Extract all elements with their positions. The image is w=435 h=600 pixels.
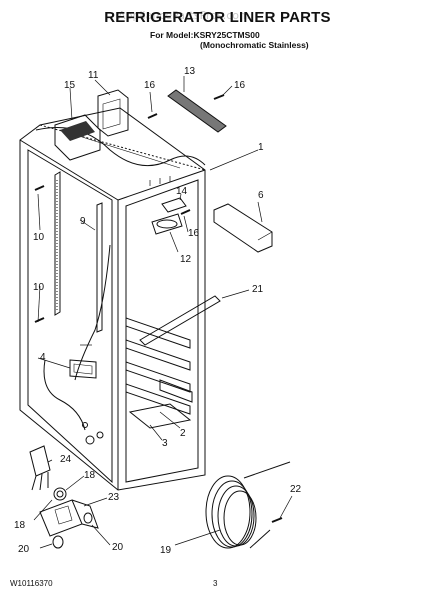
callout-10-upper: 10 (33, 232, 45, 243)
callout-18-right: 18 (84, 470, 96, 481)
left-rail (54, 171, 103, 333)
wire-connector-part-24 (29, 445, 51, 491)
callout-20-left: 20 (18, 544, 30, 555)
callout-3: 3 (162, 438, 168, 449)
variant-line: (Monochromatic Stainless) (200, 40, 309, 50)
leader-lines (33, 76, 293, 549)
callout-11: 11 (88, 70, 99, 81)
callout-15: 15 (64, 80, 76, 91)
callout-10-lower: 10 (33, 282, 45, 293)
lamp-socket-part-18 (53, 487, 67, 501)
control-module-part-14 (151, 197, 187, 235)
model-line: For Model:KSRY25CTMS00 (150, 30, 260, 40)
callout-19: 19 (160, 545, 172, 556)
callout-12: 12 (180, 254, 192, 265)
page-title: REFRIGERATOR LINER PARTS (104, 9, 331, 26)
light-bulbs-part-20 (52, 512, 93, 549)
lamp-housing-part-23 (39, 499, 99, 537)
callout-24: 24 (60, 454, 72, 465)
bracket-part-11 (97, 89, 129, 137)
trim-strip-part-13 (167, 89, 227, 133)
watermark: AppliancePartsPros.com (118, 9, 250, 22)
callout-16-lower: 16 (188, 228, 200, 239)
page-number: 3 (213, 579, 218, 588)
callout-16-right: 16 (234, 80, 246, 91)
callout-22: 22 (290, 484, 302, 495)
control-housing-part-15 (54, 114, 101, 161)
callout-1: 1 (258, 142, 264, 153)
callout-2: 2 (180, 428, 186, 439)
callout-6: 6 (258, 190, 264, 201)
wiring-harness (43, 244, 111, 445)
callout-9: 9 (80, 216, 86, 227)
shelf-rod (139, 295, 221, 346)
callout-4: 4 (40, 352, 46, 363)
liner-cabinet (19, 107, 206, 491)
coiled-tubing-part-19 (205, 461, 291, 549)
callout-20-right: 20 (112, 542, 124, 553)
document-number: W10116370 (10, 579, 53, 588)
bracket-part-6 (213, 203, 273, 253)
callout-13: 13 (184, 66, 196, 77)
callout-16-upper: 16 (144, 80, 156, 91)
callout-21: 21 (252, 284, 264, 295)
callout-18-left: 18 (14, 520, 26, 531)
callout-14: 14 (176, 186, 188, 197)
shelf-rails (125, 317, 193, 429)
callout-23: 23 (108, 492, 120, 503)
